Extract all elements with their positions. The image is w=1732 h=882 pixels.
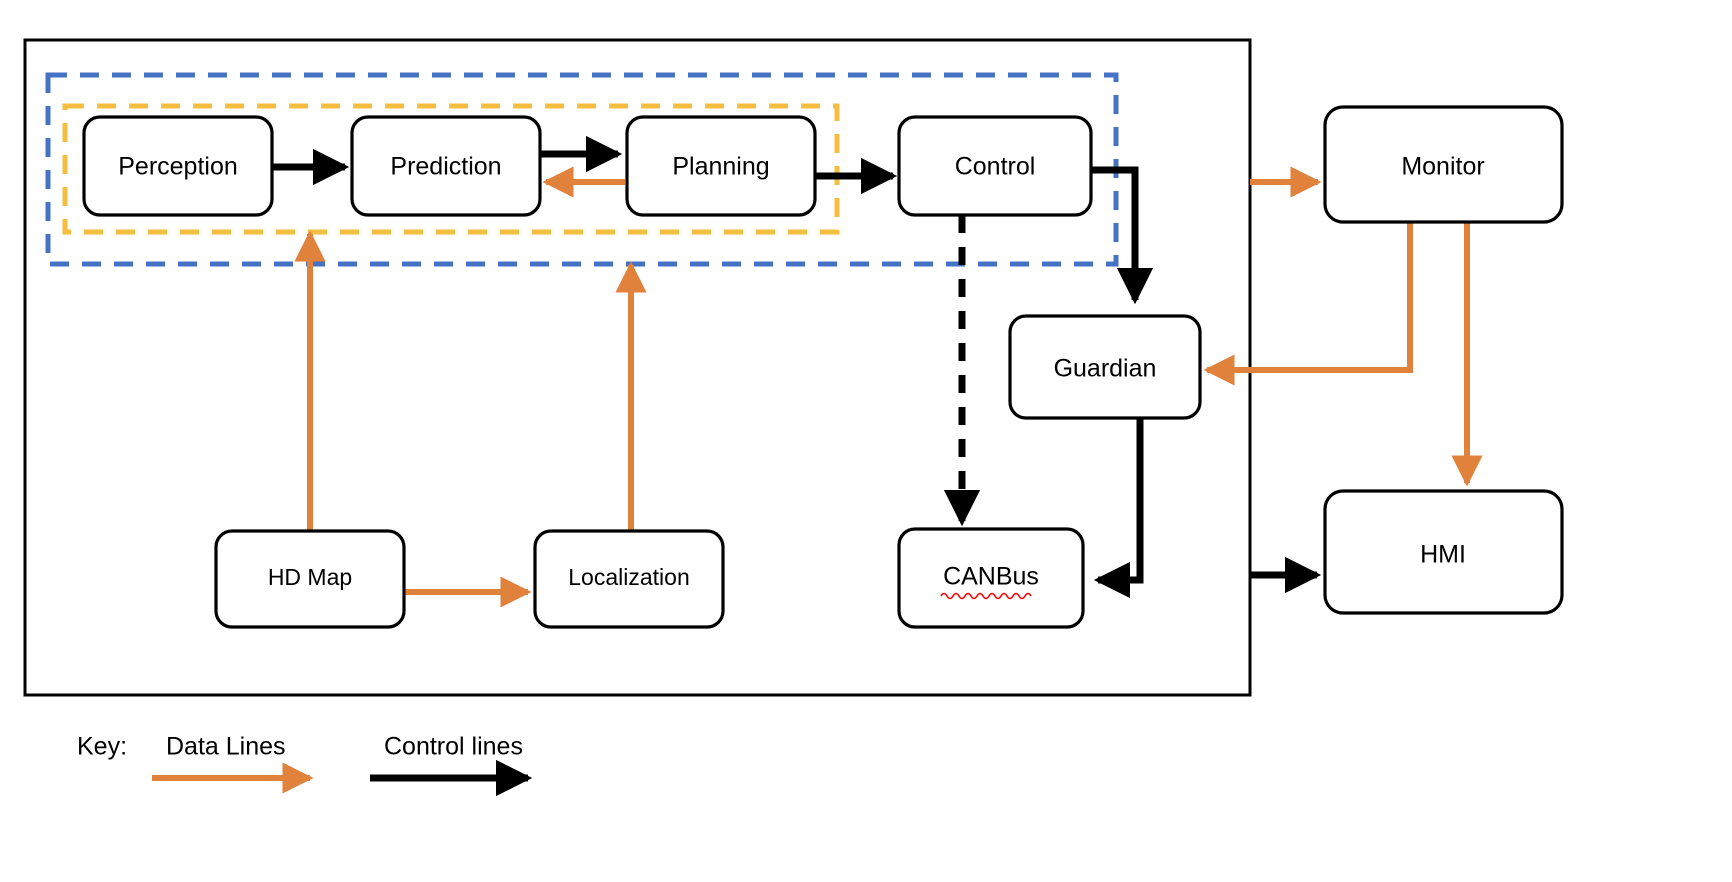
node-guardian[interactable]: [1008, 314, 1202, 420]
edge-monitor-to-guardian-data: [1203, 222, 1413, 386]
edge-guardian-to-canbus: [1093, 418, 1144, 599]
group-box-inner: [62, 103, 840, 235]
node-perception[interactable]: [82, 115, 274, 217]
node-planning-label: Planning: [672, 153, 769, 181]
node-prediction[interactable]: [350, 115, 542, 217]
legend-data-label: Data Lines: [166, 733, 286, 761]
node-perception-label: Perception: [118, 153, 238, 181]
node-guardian-label: Guardian: [1054, 355, 1157, 383]
node-localization-label: Localization: [568, 564, 689, 590]
node-planning[interactable]: [625, 115, 817, 217]
legend-key-label: Key:: [77, 733, 127, 761]
node-control-label: Control: [955, 153, 1036, 181]
node-control[interactable]: [897, 115, 1093, 217]
node-monitor-label: Monitor: [1401, 153, 1484, 181]
spellcheck-underline-icon: [940, 592, 1032, 600]
node-monitor[interactable]: [1323, 105, 1564, 224]
node-hmi-label: HMI: [1420, 541, 1466, 569]
edge-control-to-guardian: [1091, 166, 1154, 305]
node-hd-map[interactable]: [214, 529, 406, 629]
node-localization[interactable]: [533, 529, 725, 629]
node-hd-map-label: HD Map: [268, 564, 352, 590]
node-canbus[interactable]: [897, 527, 1085, 629]
node-hmi[interactable]: [1323, 489, 1564, 615]
node-canbus-label: CANBus: [943, 563, 1039, 591]
node-prediction-label: Prediction: [390, 153, 501, 181]
legend-control-label: Control lines: [384, 733, 523, 761]
